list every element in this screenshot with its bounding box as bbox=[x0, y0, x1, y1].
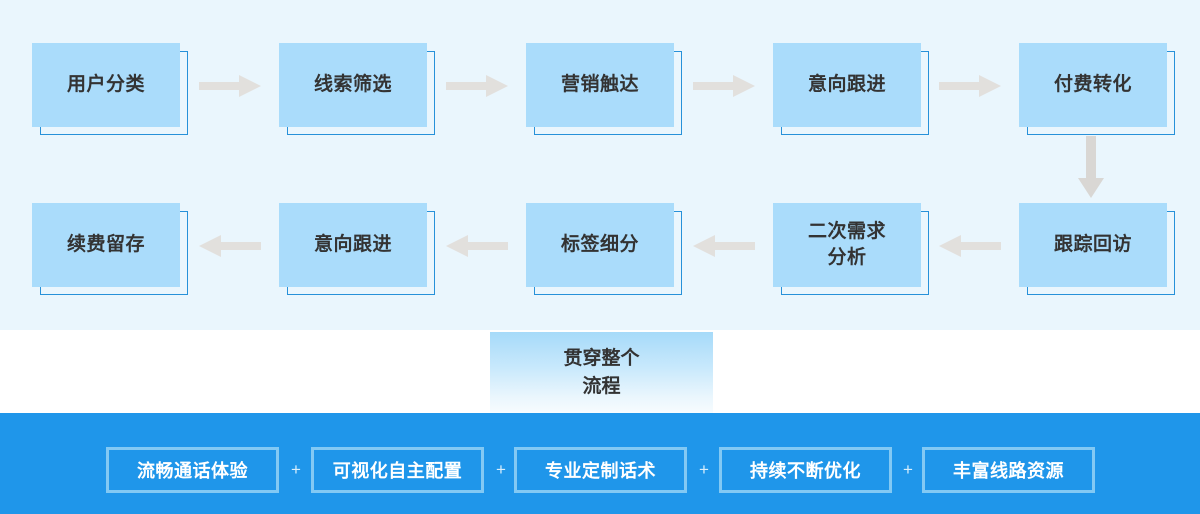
flow-node[interactable]: 意向跟进 bbox=[279, 203, 435, 295]
node-label: 用户分类 bbox=[66, 74, 145, 95]
plus-separator-icon: + bbox=[291, 460, 301, 479]
node-label: 意向跟进 bbox=[313, 234, 392, 255]
flow-node[interactable]: 二次需求 分析 bbox=[773, 203, 929, 295]
node-fill: 线索筛选 bbox=[279, 43, 427, 127]
feature-pill-label: 持续不断优化 bbox=[750, 461, 861, 481]
feature-pill[interactable]: 持续不断优化 bbox=[719, 447, 892, 493]
flow-node[interactable]: 跟踪回访 bbox=[1019, 203, 1175, 295]
arrow-left-icon bbox=[939, 235, 1001, 257]
arrow-left-icon bbox=[693, 235, 755, 257]
node-fill: 二次需求 分析 bbox=[773, 203, 921, 287]
node-label: 付费转化 bbox=[1053, 74, 1132, 95]
plus-separator-icon: + bbox=[496, 460, 506, 479]
feature-pill-label: 可视化自主配置 bbox=[332, 461, 463, 481]
node-label: 二次需求 分析 bbox=[807, 221, 886, 268]
node-label: 续费留存 bbox=[66, 234, 145, 255]
arrow-down-icon bbox=[1078, 136, 1104, 198]
bottom-blue-band bbox=[0, 413, 1200, 514]
flow-node[interactable]: 意向跟进 bbox=[773, 43, 929, 135]
flow-node[interactable]: 付费转化 bbox=[1019, 43, 1175, 135]
node-label: 跟踪回访 bbox=[1053, 234, 1132, 255]
feature-pill-label: 专业定制话术 bbox=[545, 461, 656, 481]
arrow-right-icon bbox=[199, 75, 261, 97]
spanning-process-label: 贯穿整个 流程 bbox=[563, 347, 640, 397]
arrow-left-icon bbox=[199, 235, 261, 257]
node-fill: 跟踪回访 bbox=[1019, 203, 1167, 287]
feature-pill[interactable]: 流畅通话体验 bbox=[106, 447, 279, 493]
arrow-right-icon bbox=[446, 75, 508, 97]
flow-node[interactable]: 用户分类 bbox=[32, 43, 188, 135]
node-label: 标签细分 bbox=[560, 234, 639, 255]
node-fill: 用户分类 bbox=[32, 43, 180, 127]
feature-pill-label: 流畅通话体验 bbox=[137, 461, 248, 481]
feature-pill[interactable]: 丰富线路资源 bbox=[922, 447, 1095, 493]
node-fill: 续费留存 bbox=[32, 203, 180, 287]
arrow-left-icon bbox=[446, 235, 508, 257]
node-fill: 意向跟进 bbox=[279, 203, 427, 287]
node-label: 线索筛选 bbox=[313, 74, 392, 95]
plus-separator-icon: + bbox=[699, 460, 709, 479]
node-fill: 营销触达 bbox=[526, 43, 674, 127]
flow-node[interactable]: 续费留存 bbox=[32, 203, 188, 295]
plus-separator-icon: + bbox=[903, 460, 913, 479]
feature-pill-label: 丰富线路资源 bbox=[953, 461, 1064, 481]
feature-pill[interactable]: 可视化自主配置 bbox=[311, 447, 484, 493]
arrow-right-icon bbox=[939, 75, 1001, 97]
flow-node[interactable]: 营销触达 bbox=[526, 43, 682, 135]
feature-pill[interactable]: 专业定制话术 bbox=[514, 447, 687, 493]
node-label: 营销触达 bbox=[560, 74, 639, 95]
node-label: 意向跟进 bbox=[807, 74, 886, 95]
flow-node[interactable]: 标签细分 bbox=[526, 203, 682, 295]
node-fill: 标签细分 bbox=[526, 203, 674, 287]
flow-node[interactable]: 线索筛选 bbox=[279, 43, 435, 135]
arrow-right-icon bbox=[693, 75, 755, 97]
spanning-process-card[interactable]: 贯穿整个 流程 bbox=[490, 332, 713, 413]
node-fill: 意向跟进 bbox=[773, 43, 921, 127]
node-fill: 付费转化 bbox=[1019, 43, 1167, 127]
feature-pill-row: 流畅通话体验 + 可视化自主配置 + 专业定制话术 + 持续不断优化 + 丰富线… bbox=[0, 447, 1200, 493]
